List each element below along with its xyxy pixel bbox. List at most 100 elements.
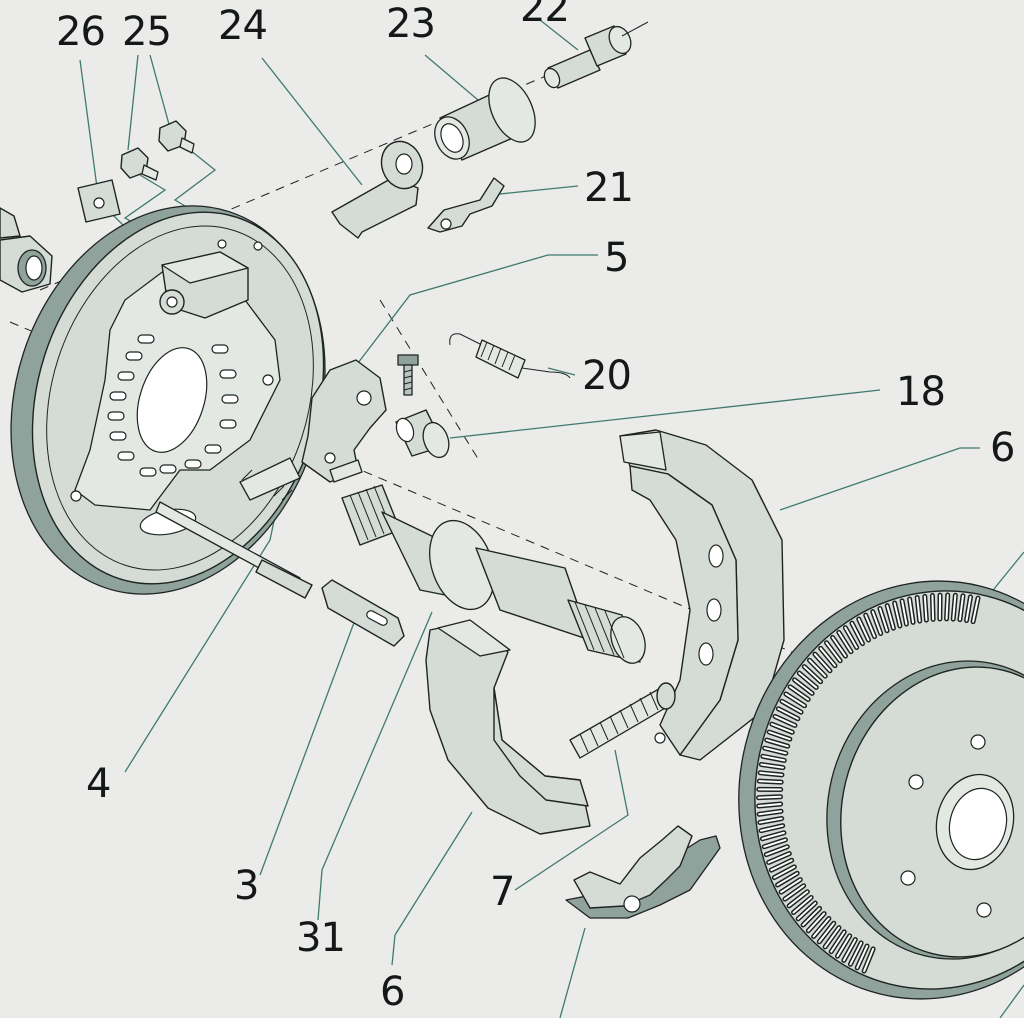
drum-fin-gap (812, 917, 830, 938)
drum-fin-gap (972, 597, 979, 623)
drum-fin-gap (759, 771, 783, 776)
drum-fin-gap (836, 934, 851, 958)
part-22-pin (543, 21, 649, 89)
drum-fin-gap (758, 817, 783, 824)
drum-fin-gap (916, 596, 921, 623)
brake-drum (738, 580, 1024, 1000)
callout-25: 25 (122, 9, 172, 55)
drum-cooling-fins (756, 592, 981, 974)
part-4-cable-rod (155, 457, 313, 599)
drum-fin-gap (808, 659, 827, 678)
drum-fin-gap (837, 631, 853, 653)
drum-fin-gap (770, 859, 793, 872)
drum-fin-gap (825, 641, 842, 662)
drum-fin-gap (831, 636, 847, 658)
leader-6a (779, 447, 980, 511)
bottom-clip (565, 825, 721, 919)
drum-fin-gap (798, 672, 818, 689)
part-3-plate (321, 579, 405, 647)
drum-fin-gap (803, 665, 822, 683)
part-21-clip (427, 177, 505, 233)
drum-fin-gap (783, 884, 805, 901)
part-5-bracket (301, 359, 387, 483)
leader-25b (149, 54, 171, 129)
leader-right-bottom (999, 984, 1024, 1018)
axle-nut (0, 207, 53, 293)
drum-fin-gap (776, 872, 799, 886)
callout-24: 24 (218, 3, 268, 49)
callout-20: 20 (582, 353, 632, 399)
drum-fin-gap (763, 838, 787, 848)
drum-fin-gap (789, 685, 810, 701)
part-18-bushing (395, 409, 450, 459)
leader-bottom (559, 927, 586, 1018)
callout-5: 5 (604, 235, 629, 281)
drum-fin-gap (842, 938, 857, 962)
callout-18: 18 (896, 369, 946, 415)
backing-plate-slots (107, 334, 239, 477)
drum-fin-gap (824, 926, 840, 948)
drum-fin-gap (864, 614, 876, 638)
drum-fin-gap (923, 595, 928, 622)
drum-fin-gap (863, 947, 875, 973)
leader-lines (79, 19, 1024, 1018)
leader-5 (344, 254, 598, 381)
drum-fin-gap (784, 692, 806, 707)
part-23-sleeve (434, 77, 536, 161)
drum-fin-gap (770, 723, 794, 734)
drum-fin-gap (758, 780, 783, 784)
callout-6-lower: 6 (380, 969, 405, 1015)
drum-fin-gap (793, 678, 814, 695)
drum-fin-gap (819, 647, 836, 667)
drum-fin-gap (844, 626, 858, 649)
drum-fin-gap (856, 945, 869, 969)
drum-fin-gap (807, 912, 826, 932)
part-6-brake-shoe-lower (425, 619, 591, 835)
leader-24 (261, 57, 363, 186)
leader-21 (489, 185, 579, 196)
callout-4: 4 (86, 761, 111, 807)
drum-fin-gap (849, 941, 863, 966)
drum-fin-gap (788, 890, 809, 907)
part-20-spring (449, 333, 571, 379)
callout-31: 31 (296, 915, 346, 961)
callout-21: 21 (584, 165, 634, 211)
leader-22 (539, 19, 579, 51)
drum-fin-gap (773, 865, 796, 879)
leader-25a (127, 54, 139, 151)
drum-fin-gap (850, 622, 864, 645)
leader-3 (259, 619, 356, 876)
zigzag-connector-a (173, 149, 217, 216)
drum-fin-gap (780, 700, 803, 714)
drum-fin-gap (765, 845, 789, 856)
leader-23 (424, 54, 479, 101)
small-bolt (397, 354, 419, 396)
drum-fin-gap (792, 896, 813, 914)
drum-fin-gap (757, 795, 782, 799)
drum-fin-gap (958, 594, 964, 621)
drum-fin-gap (945, 593, 949, 620)
leader-6b (391, 811, 473, 966)
leader-7 (514, 749, 629, 891)
drum-fin-gap (773, 715, 796, 727)
backing-plate (10, 205, 326, 595)
callout-6-upper: 6 (990, 425, 1015, 471)
drum-fin-gap (952, 594, 957, 621)
drum-fin-gap (901, 599, 908, 626)
drum-fin-gap (908, 598, 915, 624)
leader-31 (317, 611, 433, 921)
drum-fin-gap (878, 607, 889, 632)
drum-fin-gap (802, 907, 821, 926)
drum-fin-gap (965, 595, 972, 622)
drum-fin-gap (768, 731, 791, 741)
part-25-bolts (120, 120, 195, 181)
drum-fin-gap (931, 594, 935, 621)
drum-fin-gap (886, 604, 895, 630)
callout-23: 23 (386, 1, 436, 47)
callout-26: 26 (56, 9, 106, 55)
callout-7: 7 (490, 869, 515, 915)
drum-fin-gap (761, 831, 785, 840)
drum-fin-gap (871, 610, 882, 635)
